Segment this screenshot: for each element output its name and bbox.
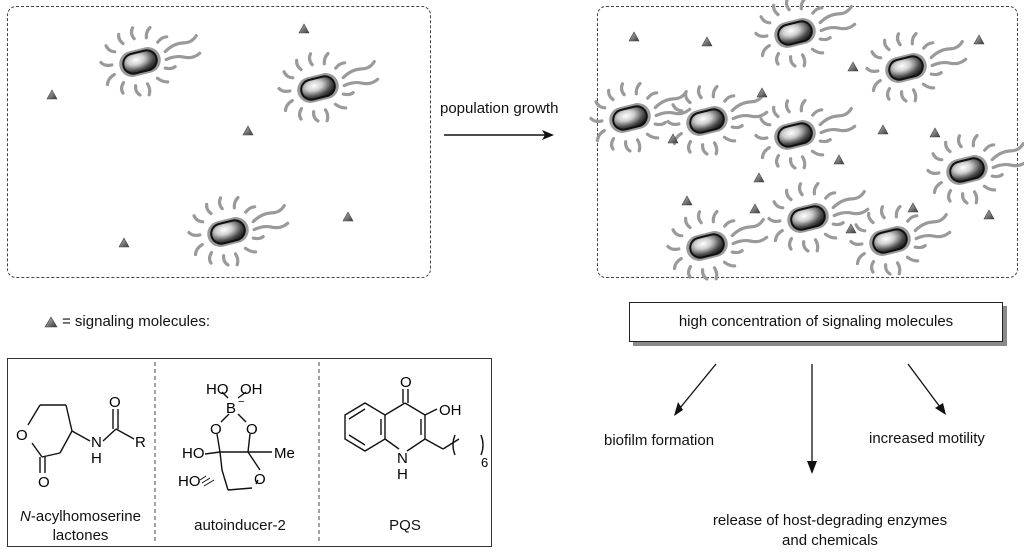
signaling-molecule-icon [929, 127, 941, 138]
signaling-molecule-icon [833, 154, 845, 165]
bacterium-icon [843, 190, 960, 285]
signaling-molecule-icon [847, 61, 859, 72]
acylhomoserine-lactone-structure: O O N H O R [16, 394, 146, 491]
svg-text:H: H [397, 466, 408, 483]
svg-text:HO: HO [178, 473, 201, 490]
molecules-box [7, 358, 492, 547]
bacterium-icon [181, 181, 298, 276]
svg-text:O: O [210, 421, 222, 438]
signaling-molecule-icon [342, 211, 354, 222]
signaling-molecule-icon [628, 31, 640, 42]
svg-text:R: R [135, 434, 146, 451]
bacteria-scene [46, 0, 1024, 290]
svg-text:OH: OH [439, 402, 462, 419]
svg-text:B: B [226, 400, 236, 417]
increased-motility-label: increased motility [869, 430, 985, 447]
acylhomoserine-lactones-label: N-acylhomoserine lactones [20, 508, 141, 544]
signaling-molecule-icon [242, 125, 254, 136]
concentration-box: high concentration of signaling molecule… [629, 302, 1003, 342]
signaling-molecule-icon [877, 124, 889, 135]
signaling-molecule-icon [46, 89, 58, 100]
svg-text:N: N [91, 434, 102, 451]
molecule-dividers [154, 362, 320, 543]
svg-text:OH: OH [240, 381, 263, 398]
bacterium-icon [761, 167, 878, 262]
svg-text:O: O [246, 421, 258, 438]
pqs-structure: O OH N H 6 [344, 375, 488, 483]
bacterium-icon [583, 67, 700, 162]
signaling-molecule-icon [756, 87, 768, 98]
svg-text:O: O [109, 394, 121, 411]
bacterium-icon [859, 17, 976, 112]
svg-text:HO: HO [182, 445, 205, 462]
pqs-label: PQS [389, 517, 421, 534]
svg-text:6: 6 [481, 455, 488, 470]
svg-text:O: O [16, 427, 28, 444]
bacterium-icon [660, 70, 777, 165]
signaling-molecule-icon [701, 36, 713, 47]
signaling-molecule-icon [667, 133, 679, 144]
svg-text:HO: HO [206, 381, 229, 398]
signaling-molecule-icon [983, 209, 995, 220]
autoinducer-2-structure: HO OH B − O O HO Me HO O [178, 381, 295, 491]
svg-text:−: − [238, 396, 244, 408]
signaling-molecule-icon [118, 237, 130, 248]
biofilm-formation-label: biofilm formation [604, 432, 715, 449]
signaling-molecule-icon [845, 223, 857, 234]
signaling-molecule-icon [298, 23, 310, 34]
svg-text:Me: Me [274, 445, 295, 462]
bacterium-icon [748, 0, 865, 77]
autoinducer-2-label: autoinducer-2 [194, 517, 286, 534]
svg-text:O: O [400, 375, 412, 391]
bacterium-icon [748, 84, 865, 179]
svg-text:O: O [254, 471, 266, 488]
signaling-molecule-icon [753, 172, 765, 183]
low-population-panel [7, 6, 431, 278]
outcome-arrows [674, 363, 946, 474]
legend-label: = signaling molecules: [62, 313, 211, 330]
signaling-molecule-icon [907, 202, 919, 213]
svg-text:H: H [91, 450, 102, 467]
signaling-molecule-icon [749, 203, 761, 214]
svg-text:O: O [38, 474, 50, 491]
bacterium-icon [93, 11, 210, 106]
signaling-molecule-icon [973, 34, 985, 45]
svg-text:N: N [397, 450, 408, 467]
bacterium-icon [271, 37, 388, 132]
concentration-label: high concentration of signaling molecule… [678, 313, 954, 330]
signaling-molecule-icon [44, 316, 58, 328]
population-growth-label: population growth [440, 100, 559, 117]
signaling-molecule-icon [681, 195, 693, 206]
population-growth-arrow [444, 130, 554, 140]
